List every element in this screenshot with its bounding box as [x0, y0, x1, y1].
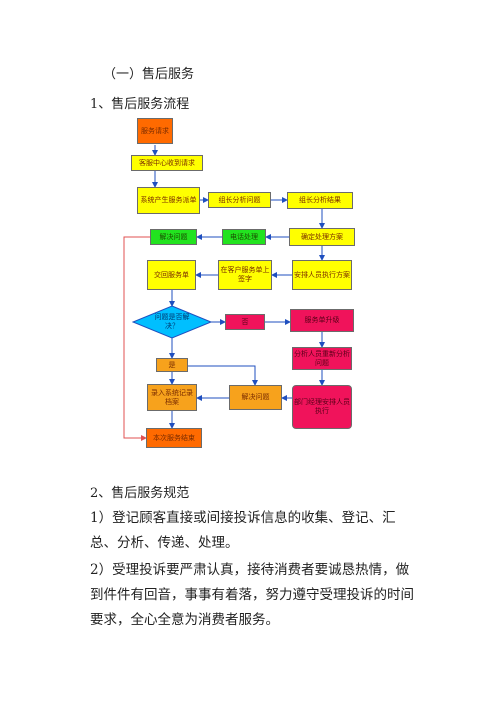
node-system-dispatch: 系统产生服务派单 [137, 187, 200, 214]
edge-resolve-end [123, 236, 150, 441]
node-resolve-top: 解决问题 [150, 229, 197, 245]
node-customer-sign: 在客户服务单上签字 [218, 260, 272, 290]
section-heading: （一）售后服务 [103, 67, 195, 82]
node-determine-plan: 确定处理方案 [289, 228, 355, 246]
node-record-archive: 录入系统记录档案 [147, 384, 197, 411]
node-no: 否 [225, 314, 265, 330]
node-service-end: 本次服务结束 [146, 428, 202, 448]
node-submit-order: 交回服务单 [147, 260, 196, 290]
node-service-request: 服务请求 [137, 118, 173, 144]
node-decision-label: 问题是否解决？ [154, 313, 190, 330]
paragraph-2: 2）受理投诉要严肃认真，接待消费者要诚恳热情，做到件件有回音，事事有着落，努力遵… [90, 562, 414, 628]
flow-heading: 1、售后服务流程 [90, 97, 190, 112]
node-arrange-staff: 安排人员执行方案 [292, 260, 352, 290]
node-leader-analyze: 组长分析问题 [208, 192, 271, 208]
node-manager-assign: 部门经理安排人员执行 [292, 385, 352, 429]
paragraph-1: 1）登记顾客直接或间接投诉信息的收集、登记、汇总、分析、传递、处理。 [90, 510, 396, 551]
node-phone-handle: 电话处理 [222, 229, 266, 245]
node-leader-result: 组长分析结果 [287, 192, 353, 209]
node-yes: 是 [156, 358, 188, 372]
node-reanalyze: 分析人员重新分析问题 [292, 347, 352, 370]
node-resolve-bottom: 解决问题 [229, 385, 282, 410]
node-upgrade-order: 服务单升级 [290, 309, 354, 332]
edge-yes-resolve [188, 365, 258, 386]
norms-heading: 2、售后服务规范 [90, 486, 190, 501]
node-decision-shape [132, 305, 212, 339]
node-receive-request: 客服中心收到请求 [131, 155, 203, 171]
